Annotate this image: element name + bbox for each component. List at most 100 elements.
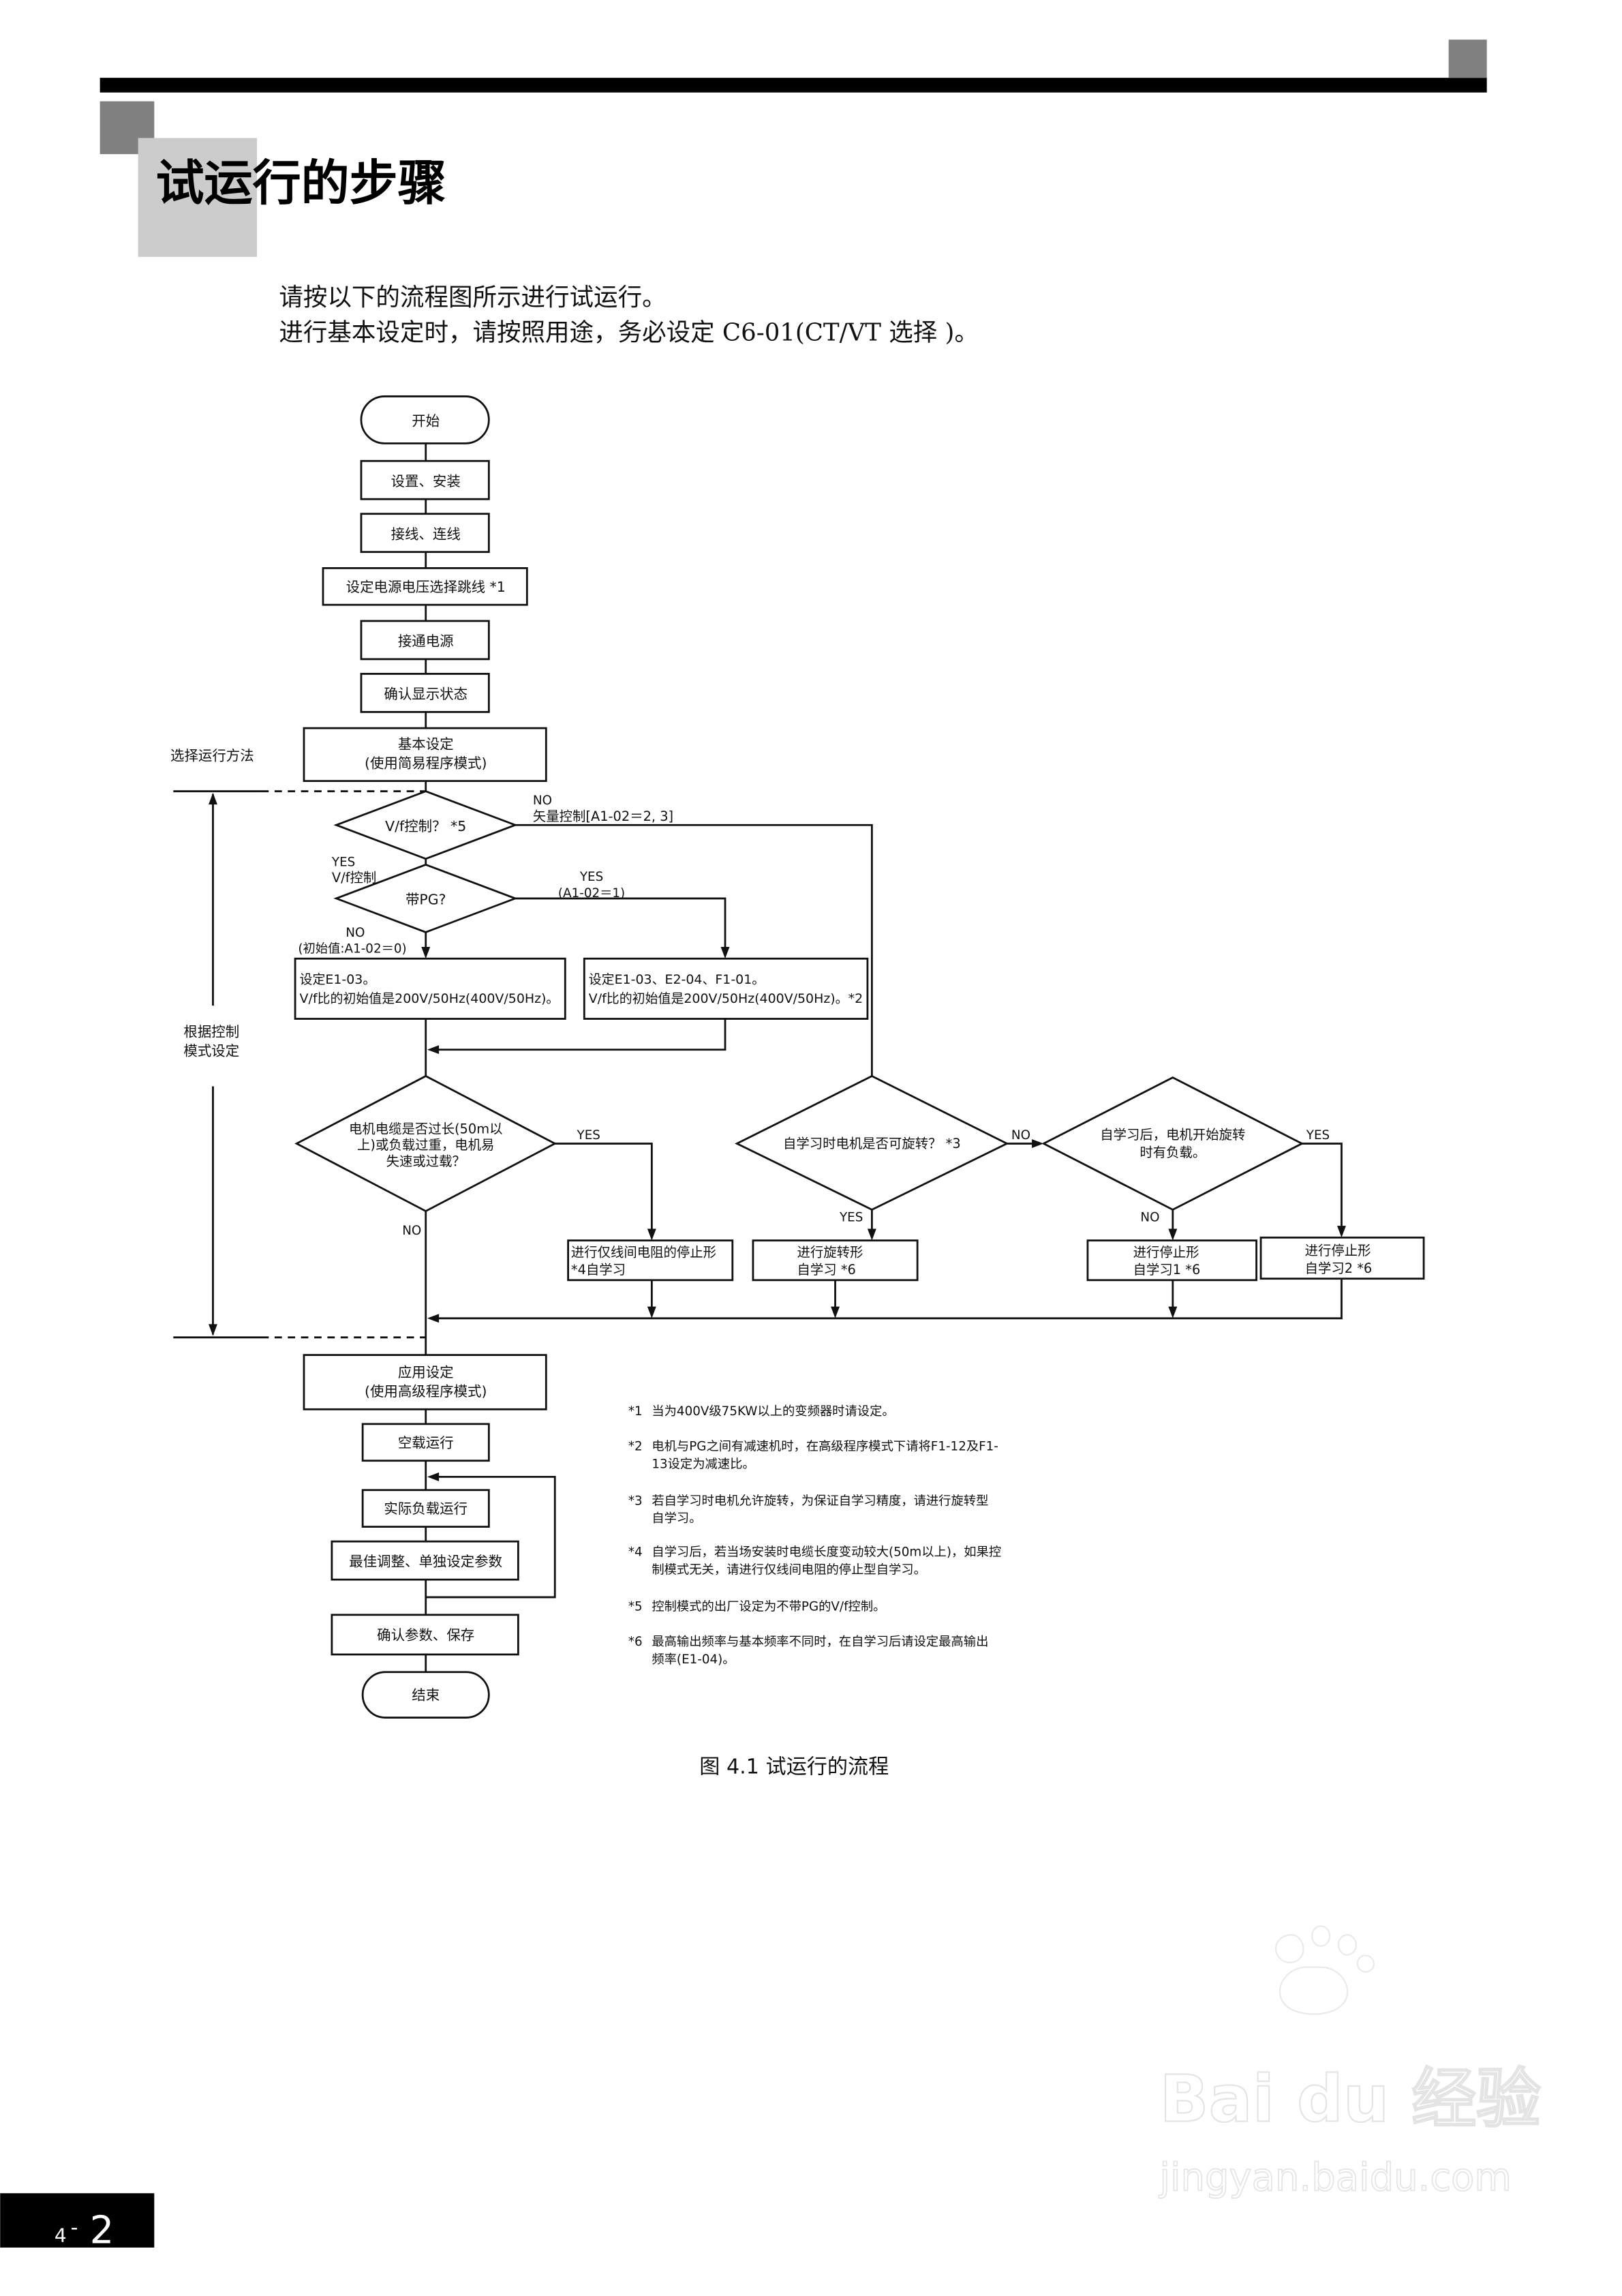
note-5-mark: *5	[628, 1599, 643, 1614]
step-install	[360, 459, 490, 500]
load-yes-label: YES	[1306, 1128, 1330, 1143]
vf-yes-label: YES	[331, 856, 355, 870]
step-confirm-save-label: 确认参数、保存	[377, 1627, 474, 1643]
decision-pg-label: 带PG?	[406, 892, 446, 908]
box-vf-no-pg-line2: V/f比的初始值是200V/50Hz(400V/50Hz)。	[300, 991, 560, 1006]
step-voltage-jumper	[322, 567, 528, 606]
cable-no-label: NO	[402, 1224, 421, 1238]
step-basic-setting	[303, 727, 547, 783]
pg-no-condition: (初始值:A1-02＝0)	[298, 942, 406, 956]
flowchart: 开始 设置、安装 接线、连线 设定电源电压选择跳线 *1 接通电源 确认显示状态…	[170, 395, 1425, 1719]
start-terminal	[360, 395, 490, 444]
figure-caption: 图 4.1 试运行的流程	[699, 1755, 889, 1779]
note-2-mark: *2	[628, 1440, 643, 1454]
rotation-yes-label: YES	[839, 1211, 863, 1225]
step-application-line1: 应用设定	[398, 1364, 454, 1380]
decision-load-after-tuning	[1041, 1076, 1304, 1211]
note-1-mark: *1	[628, 1404, 643, 1419]
note-3-text-2: 自学习。	[652, 1511, 701, 1526]
note-4-text-1: 自学习后，若当场安装时电缆长度变动较大(50m以上)，如果控	[652, 1545, 1001, 1560]
end-label: 结束	[412, 1687, 440, 1704]
box-line-resistance-line2: *4自学习	[571, 1262, 626, 1278]
box-stationary2-line1: 进行停止形	[1305, 1243, 1371, 1258]
decision-load-line1: 自学习后，电机开始旋转	[1100, 1127, 1245, 1143]
note-6-mark: *6	[628, 1635, 643, 1649]
decision-cable-line3: 失速或过载？	[386, 1153, 465, 1169]
title-light-block	[138, 138, 258, 257]
header-rule	[100, 78, 1487, 93]
footnotes: *1 当为400V级75KW以上的变频器时请设定。 *2 电机与PG之间有减速机…	[628, 1404, 1001, 1667]
box-vf-with-pg-line1: 设定E1-03、E2-04、F1-01。	[589, 972, 765, 987]
decision-cable-line1: 电机电缆是否过长(50m以	[349, 1121, 502, 1136]
note-6-text-1: 最高输出频率与基本频率不同时，在自学习后请设定最高输出	[652, 1635, 988, 1649]
header-corner-block	[1448, 40, 1487, 78]
end-terminal	[361, 1671, 490, 1719]
label-select-method: 选择运行方法	[170, 747, 254, 764]
box-vf-with-pg-line2: V/f比的初始值是200V/50Hz(400V/50Hz)。*2	[589, 991, 863, 1006]
step-application-line2: (使用高级程序模式)	[365, 1383, 487, 1400]
label-by-control-mode-1: 根据控制	[183, 1023, 239, 1040]
box-vf-no-pg-line1: 设定E1-03。	[300, 972, 376, 987]
vf-no-label: NO	[533, 794, 552, 808]
load-no-label: NO	[1140, 1211, 1159, 1225]
step-optimize-label: 最佳调整、单独设定参数	[349, 1554, 502, 1570]
box-stationary-tuning-1	[1086, 1239, 1257, 1282]
decision-load-line2: 时有负载。	[1139, 1145, 1206, 1160]
paw-icon	[1275, 1925, 1375, 2015]
step-voltage-jumper-label: 设定电源电压选择跳线 *1	[346, 579, 506, 595]
page-number-page: 2	[90, 2208, 114, 2252]
step-optimize-params	[331, 1540, 519, 1581]
cable-yes-label: YES	[577, 1128, 600, 1143]
step-power-on-label: 接通电源	[398, 633, 454, 650]
rotation-no-label: NO	[1011, 1128, 1030, 1143]
note-1-text: 当为400V级75KW以上的变频器时请设定。	[652, 1404, 894, 1419]
intro-line-1: 请按以下的流程图所示进行试运行。	[279, 284, 666, 312]
box-stationary-tuning-2	[1259, 1236, 1425, 1280]
note-4-mark: *4	[628, 1545, 643, 1560]
note-3-text-1: 若自学习时电机允许旋转，为保证自学习精度，请进行旋转型	[652, 1494, 988, 1508]
decision-vf-label: V/f控制？ *5	[385, 818, 466, 834]
note-4-text-2: 制模式无关，请进行仅线间电阻的停止型自学习。	[652, 1563, 926, 1577]
box-line-resistance-tuning	[567, 1239, 734, 1282]
page-number-box	[0, 2193, 155, 2248]
step-basic-setting-line1: 基本设定	[398, 736, 454, 752]
note-2-text-2: 13设定为减速比。	[652, 1457, 754, 1471]
step-no-load-run	[361, 1423, 490, 1462]
step-confirm-save	[331, 1614, 519, 1656]
vf-yes-condition: V/f控制	[332, 870, 376, 886]
vf-no-condition: 矢量控制[A1-02＝2, 3]	[533, 809, 673, 824]
step-wiring-label: 接线、连线	[391, 526, 461, 542]
decision-cable-line2: 上)或负载过重，电机易	[357, 1137, 494, 1153]
page-number-sep: -	[71, 2216, 78, 2240]
box-line-resistance-line1: 进行仅线间电阻的停止形	[571, 1244, 716, 1260]
box-vf-no-pg	[294, 957, 566, 1020]
page-title: 试运行的步骤	[155, 155, 446, 211]
box-stationary2-line2: 自学习2 *6	[1305, 1260, 1373, 1276]
box-rotational-tuning	[752, 1239, 919, 1282]
watermark-brand: Bai du 经验	[1159, 2062, 1541, 2137]
step-power-on	[360, 620, 490, 661]
box-rotational-line1: 进行旋转形	[797, 1244, 863, 1260]
label-by-control-mode-2: 模式设定	[183, 1042, 239, 1059]
note-2-text-1: 电机与PG之间有减速机时，在高级程序模式下请将F1-12及F1-	[652, 1440, 998, 1454]
step-actual-load-run	[361, 1489, 490, 1528]
box-rotational-line2: 自学习 *6	[797, 1262, 856, 1278]
box-vf-with-pg	[583, 957, 869, 1020]
step-actual-load-run-label: 实际负载运行	[384, 1500, 468, 1517]
page-number-chapter: 4	[55, 2224, 67, 2246]
watermark: Bai du 经验 jingyan.baidu.com	[1158, 1925, 1542, 2201]
note-3-mark: *3	[628, 1494, 643, 1508]
intro-line-2: 进行基本设定时，请按照用途，务必设定 C6-01(CT/VT 选择 )。	[279, 319, 979, 347]
start-label: 开始	[412, 413, 440, 429]
pg-yes-label: YES	[579, 870, 603, 884]
decision-rotation-label: 自学习时电机是否可旋转？ *3	[783, 1136, 961, 1151]
step-application-setting	[303, 1354, 547, 1410]
step-wiring	[360, 513, 490, 554]
arrow-up-icon	[209, 792, 217, 805]
box-stationary1-line2: 自学习1 *6	[1133, 1262, 1201, 1278]
pg-no-label: NO	[346, 926, 365, 940]
step-basic-setting-line2: (使用简易程序模式)	[365, 755, 487, 771]
box-stationary1-line1: 进行停止形	[1133, 1244, 1199, 1260]
pg-yes-condition: (A1-02＝1)	[558, 886, 625, 901]
